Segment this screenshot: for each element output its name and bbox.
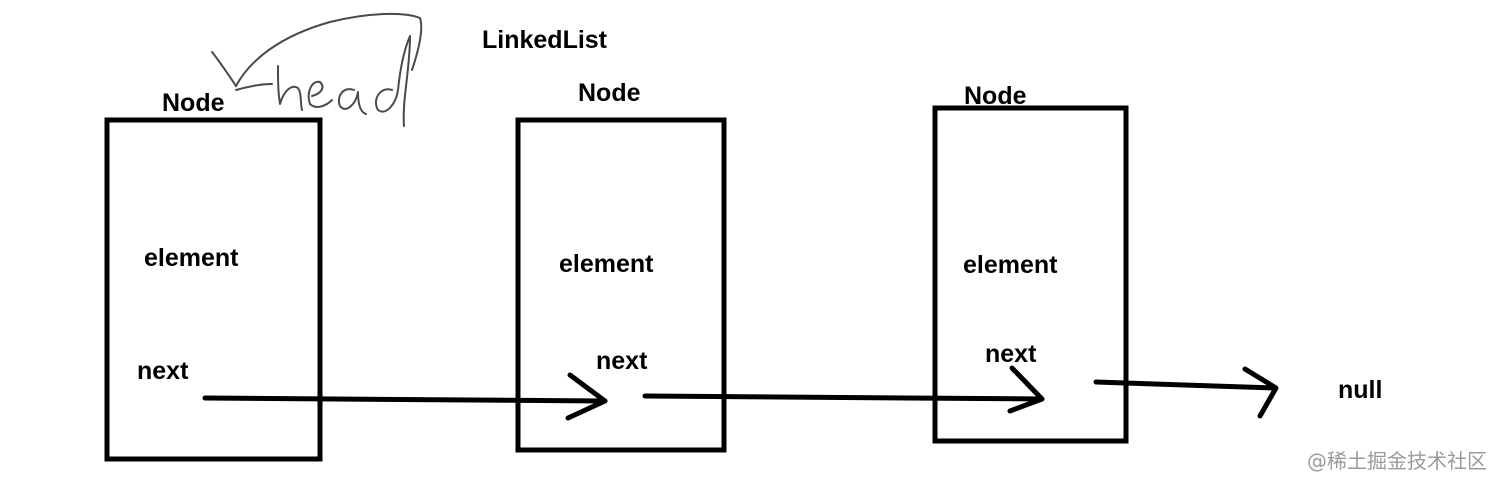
next-pointer-arrow-1 [202,372,608,421]
node-element-label-2: element [559,250,654,278]
node-heading-3: Node [964,82,1027,110]
diagram-title: LinkedList [482,26,608,54]
next-pointer-arrow-2 [642,365,1045,414]
node-element-label-1: element [144,244,239,272]
node-box-3 [932,105,1129,444]
watermark: @稀土掘金技术社区 [1307,449,1487,473]
node-next-label-1: next [137,357,189,385]
node-next-label-2: next [596,347,648,375]
node-box-2 [515,117,727,453]
node-heading-2: Node [578,79,641,107]
node-element-label-3: element [963,251,1058,279]
null-terminal-label: null [1338,376,1382,404]
head-annotation [211,12,423,127]
next-pointer-arrow-3 [1093,366,1279,419]
node-box-1 [104,117,323,462]
node-next-label-3: next [985,340,1037,368]
node-heading-1: Node [162,89,225,117]
